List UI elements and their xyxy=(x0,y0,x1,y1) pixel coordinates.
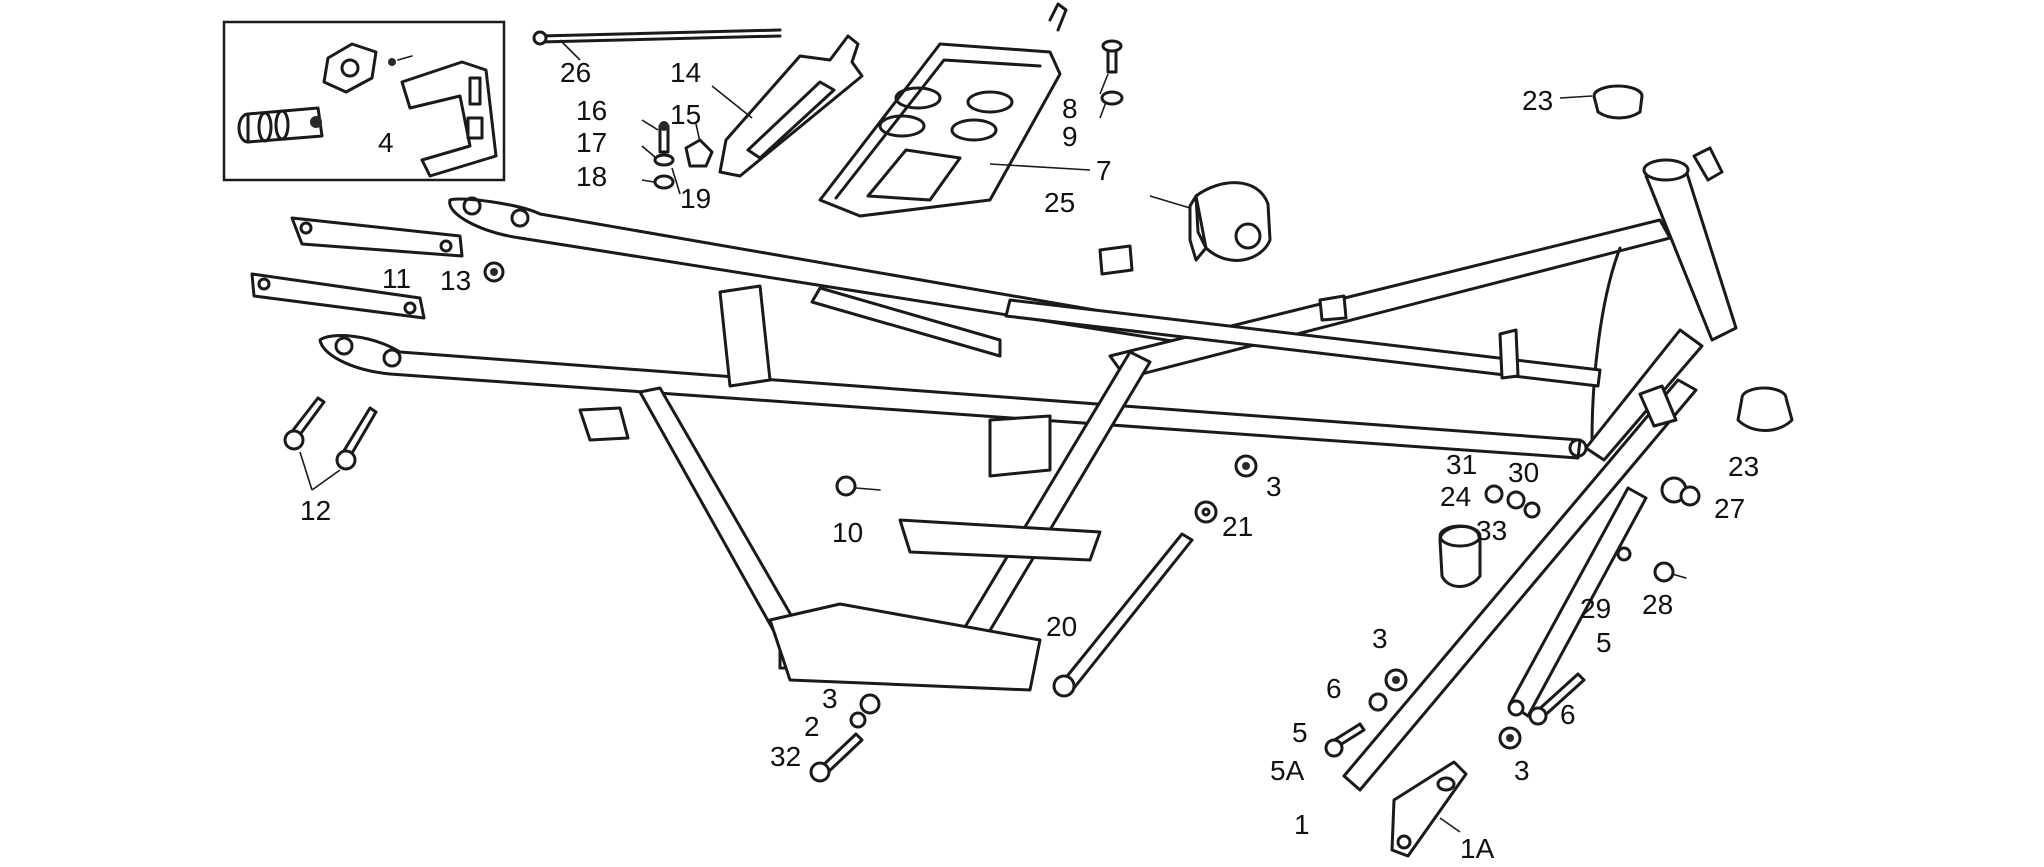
callout-10: 10 xyxy=(832,517,863,548)
callout-28: 28 xyxy=(1642,589,1673,620)
callout-16: 16 xyxy=(576,95,607,126)
part-14-bracket xyxy=(711,34,864,178)
callout-5-right: 5 xyxy=(1596,627,1612,658)
part-1a-plate xyxy=(1390,760,1468,858)
callout-1A: 1A xyxy=(1460,833,1495,864)
callout-26: 26 xyxy=(560,57,591,88)
callout-32: 32 xyxy=(770,741,801,772)
callout-21: 21 xyxy=(1222,511,1253,542)
part-23-cap-top xyxy=(1559,84,1644,120)
callout-6-left: 6 xyxy=(1326,673,1342,704)
inset-part-4 xyxy=(222,20,506,182)
callout-27: 27 xyxy=(1714,493,1745,524)
callout-25: 25 xyxy=(1044,187,1075,218)
callout-11: 11 xyxy=(382,263,411,294)
main-frame xyxy=(318,146,1738,792)
callout-2: 2 xyxy=(804,711,820,742)
small-hardware-15-19 xyxy=(641,119,714,195)
callout-13: 13 xyxy=(440,265,471,296)
callout-15: 15 xyxy=(670,99,701,130)
callout-7: 7 xyxy=(1096,155,1112,186)
part-20-rod xyxy=(1052,532,1194,698)
callout-20: 20 xyxy=(1046,611,1077,642)
callout-30: 30 xyxy=(1508,457,1539,488)
callout-3-bottom-center: 3 xyxy=(822,683,838,714)
callout-18: 18 xyxy=(576,161,607,192)
callout-3-center: 3 xyxy=(1266,471,1282,502)
callout-14: 14 xyxy=(670,57,701,88)
nut-13 xyxy=(483,261,505,283)
callout-24: 24 xyxy=(1440,481,1471,512)
part-11-brackets xyxy=(250,216,464,320)
lock-plate xyxy=(322,42,413,94)
callout-labels: 26 14 16 15 17 18 19 4 8 9 7 25 23 23 11… xyxy=(300,57,1759,864)
part-23-cap-right xyxy=(1736,386,1794,432)
callout-12: 12 xyxy=(300,495,331,526)
part-27 xyxy=(1660,476,1701,507)
inset-frame xyxy=(222,20,506,182)
part-7-battery-tray xyxy=(818,2,1091,218)
bolt-28 xyxy=(1653,561,1687,583)
callout-23-top: 23 xyxy=(1522,85,1553,116)
callout-29: 29 xyxy=(1580,593,1611,624)
bolt-10 xyxy=(835,475,881,497)
nut-3-center xyxy=(1234,454,1258,478)
callout-6-right: 6 xyxy=(1560,699,1576,730)
hardware-24-33 xyxy=(1438,484,1541,588)
callout-33: 33 xyxy=(1476,515,1507,546)
hardware-lower-right xyxy=(1324,668,1586,758)
callout-23-right: 23 xyxy=(1728,451,1759,482)
callout-5A: 5A xyxy=(1270,755,1305,786)
callout-4: 4 xyxy=(378,127,394,158)
callout-3-lower: 3 xyxy=(1372,623,1388,654)
callout-17: 17 xyxy=(576,127,607,158)
lock-bracket xyxy=(400,60,498,178)
part-26-rod xyxy=(532,28,782,61)
washer-21 xyxy=(1194,500,1218,524)
callout-3-bottom-right: 3 xyxy=(1514,755,1530,786)
bolt-8-washer-9 xyxy=(1099,39,1124,119)
part-25-cover xyxy=(1149,181,1272,262)
callout-19: 19 xyxy=(680,183,711,214)
callout-31: 31 xyxy=(1446,449,1477,480)
callout-5-left: 5 xyxy=(1292,717,1308,748)
lock-cylinder xyxy=(237,106,324,144)
callout-8: 8 xyxy=(1062,93,1078,124)
callout-9: 9 xyxy=(1062,121,1078,152)
washer-29 xyxy=(1616,546,1632,562)
callout-1: 1 xyxy=(1294,809,1310,840)
bolts-12 xyxy=(283,396,378,491)
hardware-3-2-32 xyxy=(809,693,881,783)
